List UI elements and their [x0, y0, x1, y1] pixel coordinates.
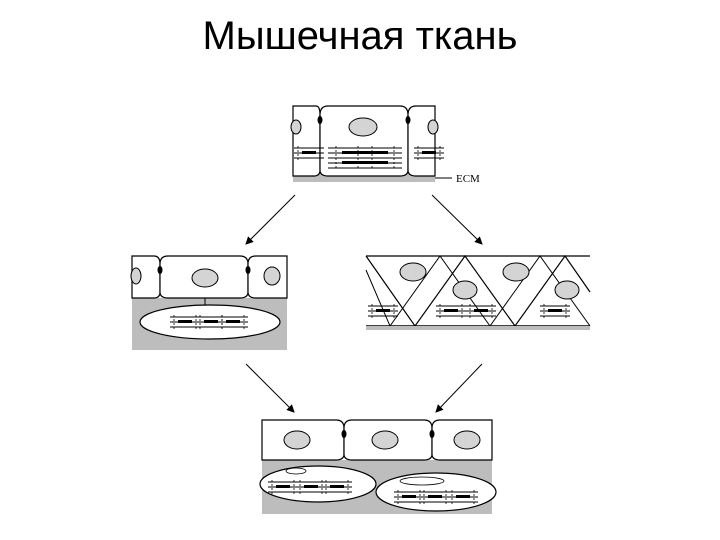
cell-junction: [429, 430, 435, 438]
panel-smooth-muscle-cells: [259, 419, 497, 514]
nucleus: [348, 117, 378, 137]
myofibrils: [419, 489, 451, 505]
myofibrils: [435, 303, 467, 319]
panel-myoepithelium-layer: [365, 254, 591, 330]
nucleus: [399, 262, 427, 282]
nucleus: [371, 430, 399, 450]
panel-myoepithelial-cell: [130, 255, 288, 350]
cell-boundaries: [365, 254, 591, 328]
nucleus: [502, 262, 530, 282]
nucleus: [399, 476, 445, 486]
cell-junction: [317, 116, 323, 124]
myofibrils: [169, 314, 201, 330]
nucleus: [191, 268, 219, 288]
cell-junction: [157, 266, 163, 274]
cell-junction: [405, 116, 411, 124]
arrow-to-right: [431, 194, 483, 245]
nucleus: [263, 266, 281, 286]
cell-junction: [341, 430, 347, 438]
cell-outline: [319, 105, 409, 177]
myofibrils: [413, 145, 445, 161]
myofibrils: [465, 303, 497, 319]
myofibrils: [267, 479, 299, 495]
cell-outline: [407, 105, 436, 177]
nucleus: [453, 430, 481, 450]
nucleus: [427, 119, 439, 135]
myofibrils: [367, 303, 399, 319]
arrow-to-left: [245, 194, 296, 245]
slide-title: Мышечная ткань: [202, 14, 518, 58]
myofibrils: [321, 479, 353, 495]
myofibrils: [217, 314, 249, 330]
panel-origin-epithelium: ECM: [290, 105, 480, 185]
ecm-label: ECM: [456, 173, 480, 185]
nucleus: [283, 430, 311, 450]
arrow-from-left: [245, 363, 295, 413]
arrow-from-right: [435, 363, 483, 413]
myofibrils: [393, 489, 425, 505]
nucleus: [554, 280, 580, 300]
cell-junction: [245, 266, 251, 274]
myofibrils: [447, 489, 479, 505]
nucleus: [452, 280, 478, 300]
myofibrils: [293, 145, 325, 161]
nucleus: [130, 267, 142, 285]
ecm-layer: [366, 326, 590, 330]
nucleus: [290, 119, 302, 135]
nucleus: [285, 467, 307, 475]
myofibrils: [539, 303, 571, 319]
smooth-muscle-cell: [259, 465, 377, 503]
myofibrils: [295, 479, 327, 495]
cell-outline: [292, 105, 321, 177]
